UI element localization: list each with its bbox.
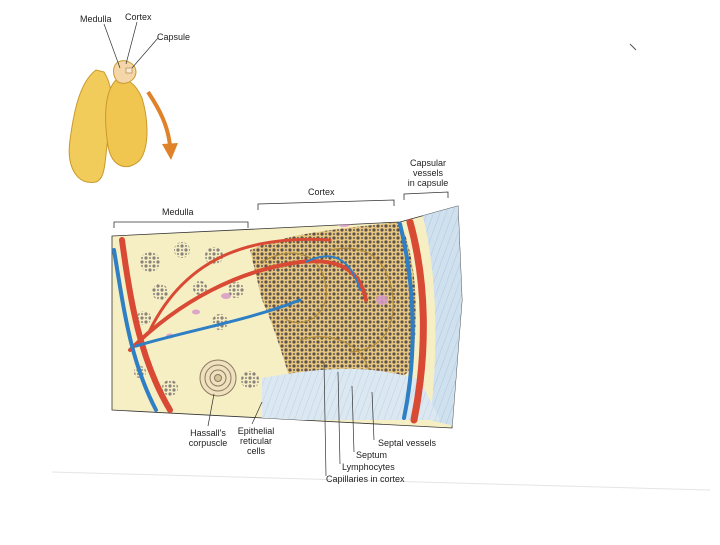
label-lymphocytes: Lymphocytes xyxy=(342,462,395,472)
label-section-medulla: Medulla xyxy=(162,207,194,217)
label-thymus-medulla: Medulla xyxy=(80,14,112,24)
label-capillaries-cortex: Capillaries in cortex xyxy=(326,474,405,484)
label-epithelial-line3: cells xyxy=(246,446,265,456)
label-hassalls-line1: Hassall's xyxy=(190,428,226,438)
label-hassalls-line2: corpuscle xyxy=(188,438,228,448)
label-capsular-vessels-line3: in capsule xyxy=(407,178,449,188)
label-epithelial-line1: Epithelial xyxy=(237,426,275,436)
medulla-bracket xyxy=(113,221,249,228)
label-epithelial-reticular: Epithelial reticular cells xyxy=(228,426,284,456)
label-capsular-vessels-line1: Capsular xyxy=(409,158,447,168)
paper-edge xyxy=(51,471,711,491)
histology-section xyxy=(111,205,463,477)
label-septal-vessels: Septal vessels xyxy=(378,438,437,448)
pointer-lines xyxy=(207,361,375,477)
thymus-gland xyxy=(68,21,159,184)
label-epithelial-line2: reticular xyxy=(239,436,272,446)
label-hassalls-corpuscle: Hassall's corpuscle xyxy=(176,428,240,448)
section-brackets xyxy=(113,191,449,228)
capsule-bracket xyxy=(403,191,449,200)
label-capsular-vessels: Capsular vessels in capsule xyxy=(396,158,460,188)
cortex-bracket xyxy=(257,199,395,210)
hassalls-corpuscle xyxy=(199,359,237,397)
thymus-section-marker xyxy=(113,60,137,84)
label-thymus-capsule: Capsule xyxy=(157,32,191,42)
magnify-arrow xyxy=(146,90,178,160)
label-septum: Septum xyxy=(356,450,388,460)
veins xyxy=(112,222,415,420)
label-thymus-cortex: Cortex xyxy=(125,12,152,22)
label-capsular-vessels-line2: vessels xyxy=(412,168,443,178)
label-section-cortex: Cortex xyxy=(308,187,335,197)
thymus-right-lobe xyxy=(105,78,148,168)
